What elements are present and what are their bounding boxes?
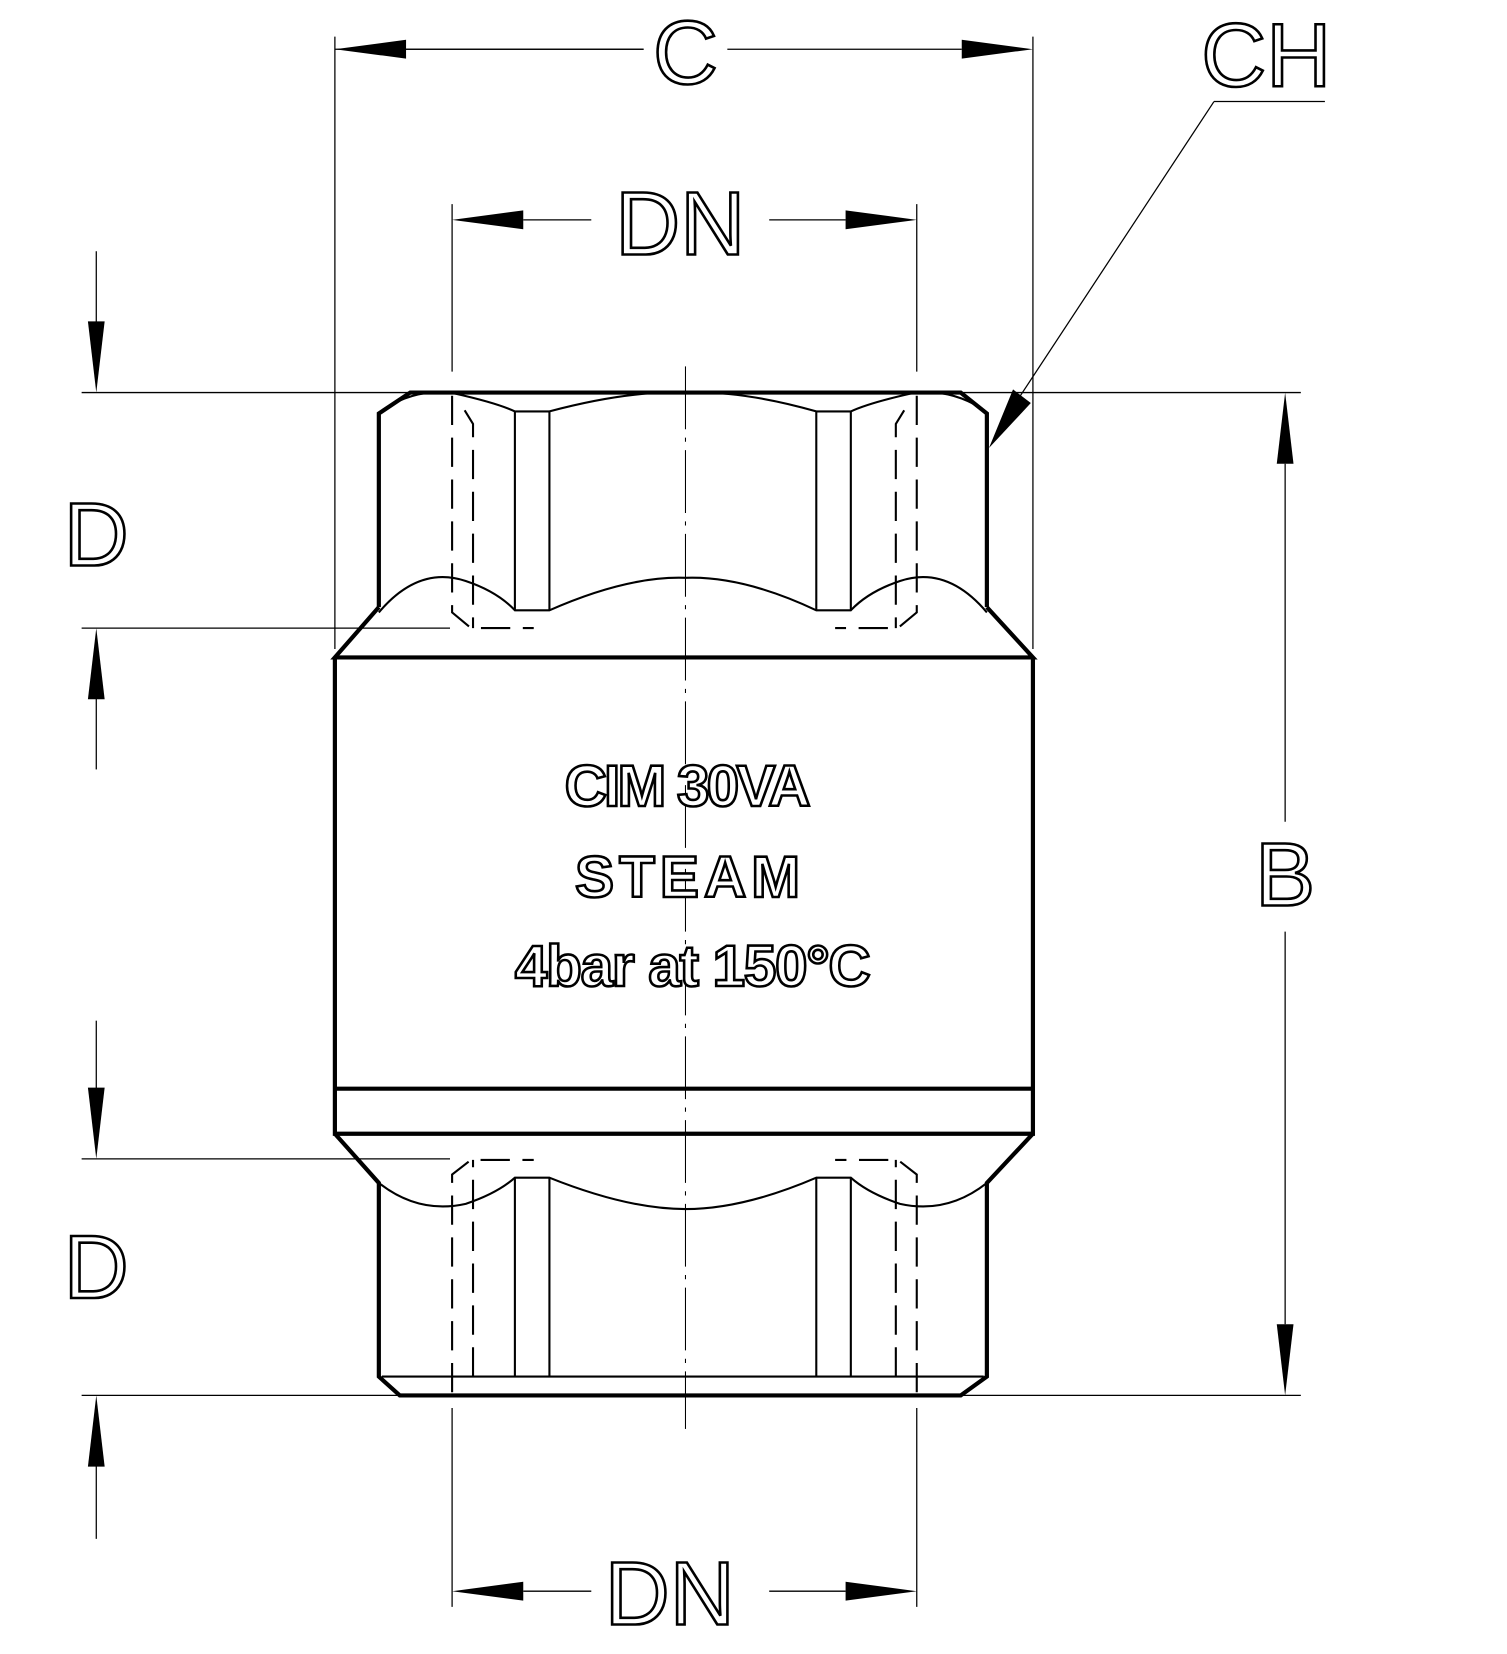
dimension-c: C <box>334 2 1033 105</box>
valve-body <box>330 366 1038 1429</box>
dimension-ch: CH <box>988 5 1333 449</box>
dimension-label-d-bottom: D <box>64 1218 129 1318</box>
dimension-label-d-top: D <box>64 485 129 585</box>
dimension-label-b: B <box>1255 826 1315 926</box>
marking-model: CIM 30VA <box>565 754 811 819</box>
dimension-label-ch: CH <box>1201 6 1331 106</box>
dimension-label-dn-bottom: DN <box>605 1545 735 1645</box>
marking-rating: 4bar at 150°C <box>515 934 871 999</box>
dimension-dn-top: DN <box>452 173 917 276</box>
marking-medium: STEAM <box>575 845 800 910</box>
dimension-d: D D <box>62 251 130 1539</box>
dimension-b: B <box>1254 392 1316 1396</box>
body-marking: CIM 30VA STEAM 4bar at 150°C <box>514 753 872 1001</box>
dimension-label-dn-top: DN <box>615 174 745 274</box>
dimension-dn-bottom: DN <box>452 1543 917 1646</box>
dimension-label-c: C <box>653 4 718 104</box>
